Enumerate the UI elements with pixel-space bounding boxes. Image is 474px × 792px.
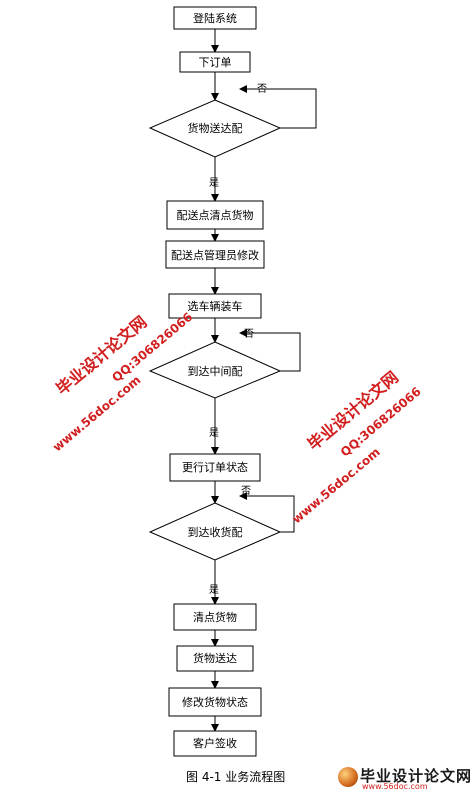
connectors (211, 29, 317, 732)
svg-text:配送点清点货物: 配送点清点货物 (177, 208, 254, 222)
node-customer-sign: 客户签收 (173, 730, 257, 757)
logo-url: www.56doc.com (362, 782, 428, 791)
logo-ball-icon (338, 767, 358, 787)
edge-label-d2-no: 否 (244, 328, 254, 340)
site-logo: 毕业设计论文网 www.56doc.com (338, 765, 472, 791)
svg-text:选车辆装车: 选车辆装车 (188, 299, 243, 313)
edge-d3-n6-no (239, 492, 295, 533)
node-count-goods: 清点货物 (173, 603, 257, 631)
watermark-right: 毕业设计论文网 www.56doc.com QQ:306826066 (289, 368, 423, 527)
edge-label-d1-no: 否 (257, 83, 267, 95)
figure-caption: 图 4-1 业务流程图 (186, 770, 286, 784)
svg-text:货物送达配: 货物送达配 (188, 121, 243, 135)
node-count-goods-at-station: 配送点清点货物 (166, 200, 264, 230)
decision-arrived-receiving-station: 到达收货配 (148, 502, 282, 561)
edge-label-d1-yes: 是 (209, 177, 219, 189)
node-station-admin-modify: 配送点管理员修改 (165, 240, 265, 269)
node-modify-goods-status: 修改货物状态 (168, 687, 262, 717)
decision-arrived-middle-station: 到达中间配 (148, 341, 282, 399)
edge-d2-n5-no (239, 329, 301, 372)
node-update-order-status: 更行订单状态 (169, 453, 261, 482)
node-place-order: 下订单 (179, 51, 251, 73)
node-login-system: 登陆系统 (173, 6, 257, 30)
logo-title: 毕业设计论文网 (360, 767, 473, 785)
node-goods-delivered: 货物送达 (176, 645, 254, 672)
svg-text:到达收货配: 到达收货配 (188, 525, 243, 539)
svg-text:修改货物状态: 修改货物状态 (182, 695, 248, 709)
svg-text:更行订单状态: 更行订单状态 (182, 460, 248, 474)
svg-text:配送点管理员修改: 配送点管理员修改 (171, 248, 259, 262)
svg-text:客户签收: 客户签收 (193, 736, 237, 750)
watermark-right-url: www.56doc.com (289, 445, 382, 527)
svg-text:下订单: 下订单 (199, 56, 232, 69)
svg-text:清点货物: 清点货物 (193, 610, 237, 624)
edge-label-d3-yes: 是 (209, 584, 219, 596)
edge-d1-n2-no (239, 85, 317, 129)
decision-goods-arrived-station: 货物送达配 (148, 99, 282, 158)
svg-text:货物送达: 货物送达 (193, 651, 237, 665)
svg-text:登陆系统: 登陆系统 (193, 11, 237, 25)
node-select-vehicle-load: 选车辆装车 (168, 293, 262, 319)
edge-label-d2-yes: 是 (209, 427, 219, 439)
edge-label-d3-no: 否 (241, 485, 251, 497)
svg-text:到达中间配: 到达中间配 (188, 365, 243, 378)
